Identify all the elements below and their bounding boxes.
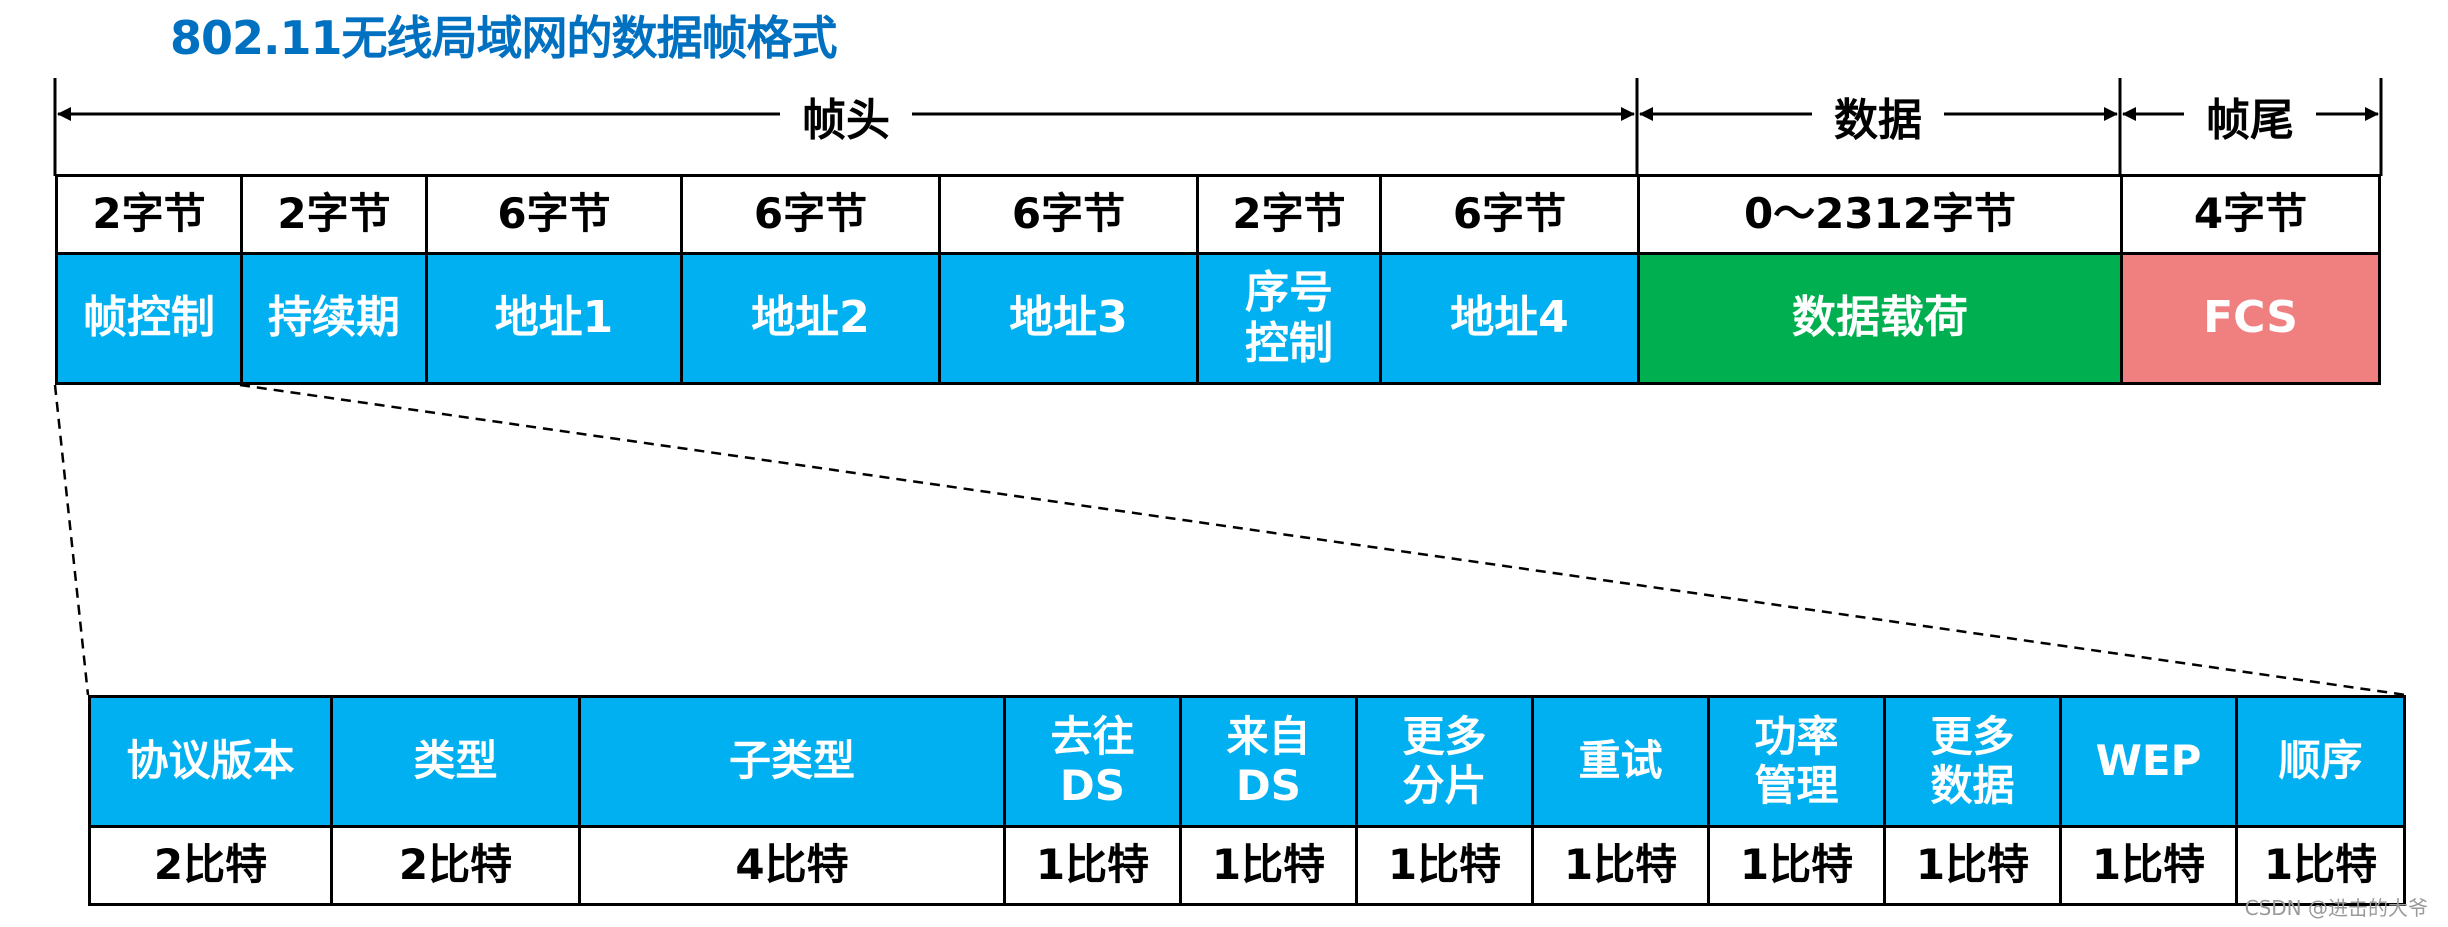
- zoom-connector-right: [239, 383, 2407, 697]
- from-ds-field: 来自 DS: [1182, 698, 1358, 825]
- order-field: 顺序: [2238, 698, 2403, 825]
- bit-size-cell: 1比特: [1182, 828, 1358, 903]
- byte-size-cell: 4字节: [2193, 189, 2308, 239]
- bit-size-cell: 1比特: [2263, 840, 2378, 890]
- byte-size-cell: 2字节: [1199, 177, 1382, 252]
- frame-control-bit-size-row: 2比特 2比特 4比特 1比特 1比特 1比特 1比特 1比特 1比特 1比特 …: [88, 828, 2406, 906]
- more-fragments-field: 更多 分片: [1358, 698, 1534, 825]
- address3-field: 地址3: [941, 255, 1199, 382]
- address1-field: 地址1: [428, 255, 683, 382]
- subtype-field: 子类型: [581, 698, 1006, 825]
- power-management-field: 功率 管理: [1710, 698, 1886, 825]
- wep-field: WEP: [2062, 698, 2238, 825]
- frame-field-row: 帧控制 持续期 地址1 地址2 地址3 序号 控制 地址4 数据载荷 FCS: [55, 252, 2381, 385]
- diagram-title: 802.11无线局域网的数据帧格式: [170, 11, 838, 65]
- frame-byte-size-row: 2字节 2字节 6字节 6字节 6字节 2字节 6字节 0～2312字节 4字节: [55, 174, 2381, 252]
- byte-size-cell: 2字节: [58, 177, 243, 252]
- bit-size-cell: 1比特: [1006, 828, 1182, 903]
- frame-control-field: 帧控制: [58, 255, 243, 382]
- watermark-text: CSDN @进击的大爷: [2244, 896, 2428, 920]
- type-field: 类型: [333, 698, 581, 825]
- bit-size-cell: 2比特: [333, 828, 581, 903]
- trailer-span-label: 帧尾: [2184, 84, 2316, 148]
- address4-field: 地址4: [1382, 255, 1640, 382]
- data-span-label: 数据: [1812, 84, 1944, 148]
- retry-field: 重试: [1534, 698, 1710, 825]
- byte-size-cell: 0～2312字节: [1640, 177, 2123, 252]
- byte-size-cell: 2字节: [243, 177, 428, 252]
- byte-size-cell: 6字节: [683, 177, 941, 252]
- duration-field: 持续期: [243, 255, 428, 382]
- byte-size-cell: 6字节: [1382, 177, 1640, 252]
- byte-size-cell: 6字节: [428, 177, 683, 252]
- address2-field: 地址2: [683, 255, 941, 382]
- sequence-control-field: 序号 控制: [1199, 255, 1382, 382]
- bit-size-cell: 1比特: [2062, 828, 2238, 903]
- byte-size-cell: 6字节: [941, 177, 1199, 252]
- frame-control-subfield-row: 协议版本 类型 子类型 去往 DS 来自 DS 更多 分片 重试 功率 管理 更…: [88, 695, 2406, 828]
- zoom-connector-left: [53, 384, 90, 696]
- more-data-field: 更多 数据: [1886, 698, 2062, 825]
- bit-size-cell: 1比特: [1534, 828, 1710, 903]
- bit-size-cell: 1比特: [1358, 828, 1534, 903]
- bit-size-cell: 2比特: [91, 828, 333, 903]
- bit-size-cell: 1比特: [1710, 828, 1886, 903]
- bit-size-cell: 4比特: [581, 828, 1006, 903]
- to-ds-field: 去往 DS: [1006, 698, 1182, 825]
- protocol-version-field: 协议版本: [91, 698, 333, 825]
- fcs-field: FCS: [2123, 255, 2378, 382]
- bit-size-cell: 1比特: [1886, 828, 2062, 903]
- header-span-label: 帧头: [780, 84, 912, 148]
- payload-field: 数据载荷: [1640, 255, 2123, 382]
